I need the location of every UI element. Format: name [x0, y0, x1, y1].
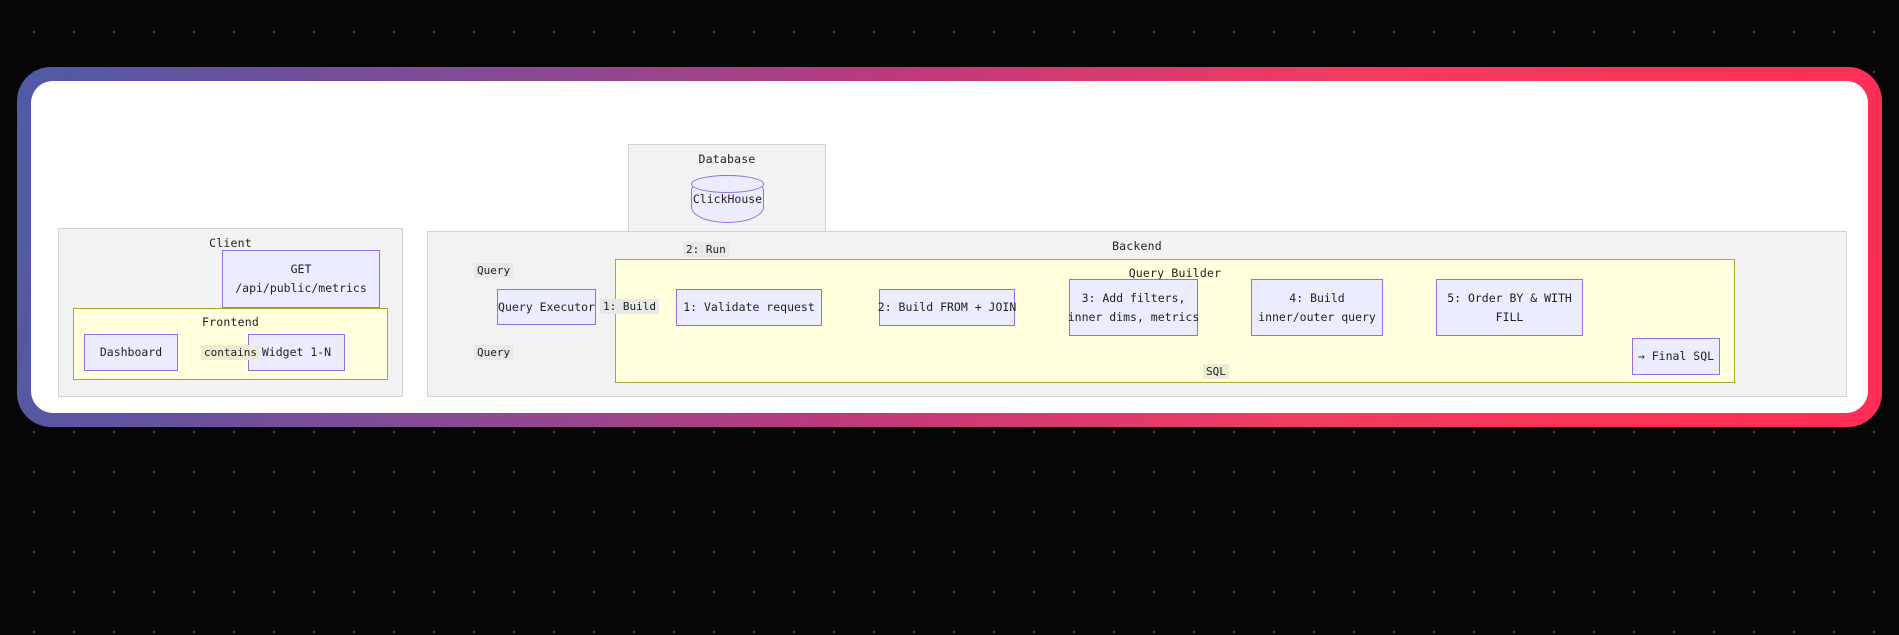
node-step-2-label: 2: Build FROM + JOIN [877, 300, 1017, 315]
gradient-frame: Database ClickHouse Client GET /api/publ… [17, 67, 1882, 427]
node-api-endpoint-method: GET [290, 262, 312, 277]
edge-label-sql: SQL [1203, 364, 1229, 380]
node-step-2[interactable]: 2: Build FROM + JOIN [877, 289, 1017, 326]
node-step-4-line1: 4: Build [1289, 290, 1345, 305]
node-step-1-label: 1: Validate request [683, 300, 815, 315]
node-step-4[interactable]: 4: Build inner/outer query [1251, 279, 1383, 336]
cluster-query-builder-title: Query Builder [1128, 266, 1222, 280]
node-step-3-line1: 3: Add filters, [1081, 290, 1186, 305]
node-widget[interactable]: Widget 1-N [248, 334, 345, 371]
node-step-1[interactable]: 1: Validate request [676, 289, 822, 326]
edge-label-contains: contains [201, 345, 260, 361]
edge-label-run: 2: Run [683, 242, 729, 258]
cluster-database-title: Database [698, 152, 756, 166]
cluster-backend-title: Backend [1112, 239, 1162, 253]
node-final-sql[interactable]: → Final SQL [1632, 338, 1720, 375]
node-step-4-line2: inner/outer query [1258, 309, 1376, 324]
node-step-5-line2: FILL [1495, 309, 1524, 324]
node-step-5-line1: 5: Order BY & WITH [1447, 290, 1572, 305]
node-dashboard[interactable]: Dashboard [84, 334, 178, 371]
diagram-white-panel: Database ClickHouse Client GET /api/publ… [31, 81, 1868, 413]
cluster-client-title: Client [209, 236, 252, 250]
edge-label-query-top: Query [474, 263, 514, 279]
edge-label-build: 1: Build [600, 299, 659, 315]
node-clickhouse-label: ClickHouse [692, 192, 763, 206]
node-final-sql-label: → Final SQL [1637, 349, 1715, 364]
node-query-executor[interactable]: Query Executor [497, 289, 596, 325]
node-query-executor-label: Query Executor [498, 299, 595, 314]
node-dashboard-label: Dashboard [99, 345, 163, 360]
node-clickhouse[interactable]: ClickHouse [691, 175, 764, 223]
cluster-frontend-title: Frontend [202, 315, 259, 329]
node-widget-label: Widget 1-N [261, 345, 332, 360]
node-api-endpoint[interactable]: GET /api/public/metrics [222, 250, 380, 308]
edge-label-query-bottom: Query [474, 345, 514, 361]
node-step-3-line2: inner dims, metrics [1067, 309, 1200, 324]
node-api-endpoint-path: /api/public/metrics [235, 281, 367, 295]
node-step-5[interactable]: 5: Order BY & WITH FILL [1436, 279, 1583, 336]
node-step-3[interactable]: 3: Add filters, inner dims, metrics [1067, 279, 1200, 336]
